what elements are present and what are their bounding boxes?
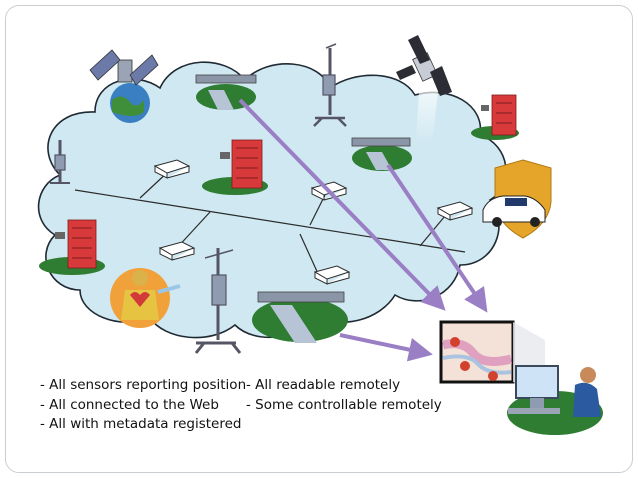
highway-sensor-bottom	[252, 291, 348, 343]
bullet-list-right: - All readable remotely - Some controlla…	[246, 376, 442, 415]
building-left	[39, 219, 105, 275]
bullet-item: - Some controllable remotely	[246, 396, 442, 413]
bullet-item: - All readable remotely	[246, 377, 401, 393]
highway-sensor-middle	[351, 137, 412, 171]
weather-station-left	[50, 140, 70, 184]
weather-station-bottom	[194, 248, 242, 354]
bullet-item: - All sensors reporting position	[40, 377, 247, 393]
bullet-list-left: - All sensors reporting position - All c…	[40, 376, 246, 435]
building-center	[202, 139, 268, 195]
satellite-with-beam	[396, 35, 452, 145]
bullet-item: - All connected to the Web	[40, 396, 219, 413]
bullet-item: - All with metadata registered	[40, 416, 242, 432]
data-flow-arrows	[238, 98, 488, 362]
user-at-computer-icon	[507, 365, 603, 435]
building-right	[471, 94, 519, 140]
police-car-icon	[482, 159, 552, 239]
satellite-with-earth	[89, 49, 159, 123]
network-backbone	[74, 169, 466, 279]
network-hubs	[153, 159, 474, 285]
weather-station-top	[313, 43, 347, 127]
firefighter-icon	[110, 268, 181, 328]
